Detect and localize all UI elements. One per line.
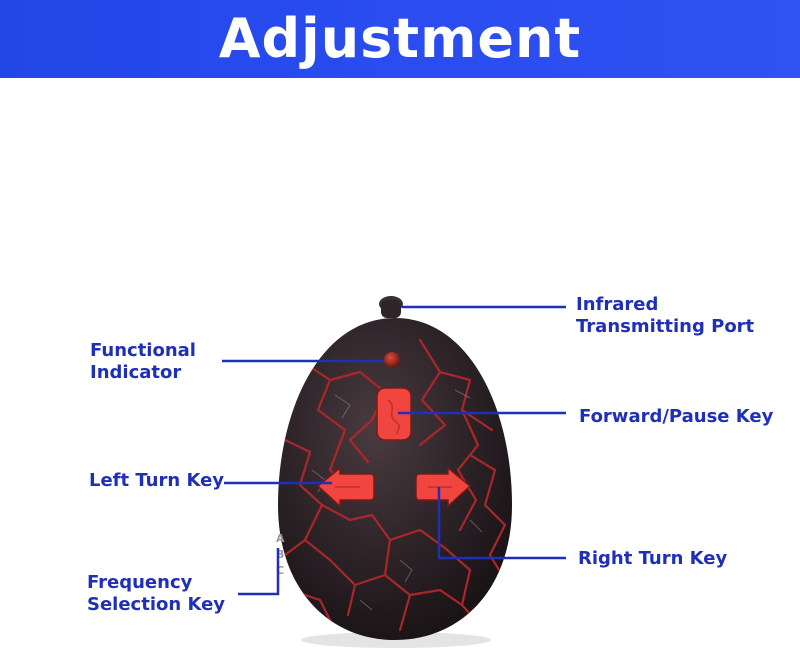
frequency-letter-a: A <box>276 532 285 545</box>
leader-lines <box>222 305 566 596</box>
forward-pause-key[interactable] <box>376 387 412 441</box>
label-forward-pause-key: Forward/Pause Key <box>579 406 774 427</box>
egg-shadow <box>301 632 491 648</box>
label-left-turn-key: Left Turn Key <box>89 470 225 491</box>
frequency-letter-b: B <box>276 548 284 561</box>
label-functional-indicator: Functional Indicator <box>90 340 196 384</box>
frequency-letter-c: C <box>276 564 284 577</box>
egg-body <box>278 318 512 640</box>
page-title: Adjustment <box>218 7 582 70</box>
label-infrared-line1: Infrared <box>576 294 659 315</box>
label-frequency-line1: Frequency <box>87 572 193 593</box>
label-functional-line2: Indicator <box>90 362 182 383</box>
leader-right <box>437 487 566 560</box>
label-frequency-line2: Selection Key <box>87 594 226 615</box>
frequency-selector-markings[interactable]: A B C <box>276 532 285 577</box>
label-right-turn-key: Right Turn Key <box>578 548 728 569</box>
label-functional-line1: Functional <box>90 340 196 361</box>
right-turn-key[interactable] <box>415 466 472 508</box>
label-frequency-selection-key: Frequency Selection Key <box>87 572 225 616</box>
label-infrared-line2: Transmitting Port <box>576 316 755 337</box>
left-turn-key[interactable] <box>316 466 375 508</box>
label-infrared-port: Infrared Transmitting Port <box>576 294 754 338</box>
functional-indicator-led <box>384 352 400 368</box>
header-banner: Adjustment <box>0 0 800 78</box>
leader-frequency <box>238 548 280 596</box>
